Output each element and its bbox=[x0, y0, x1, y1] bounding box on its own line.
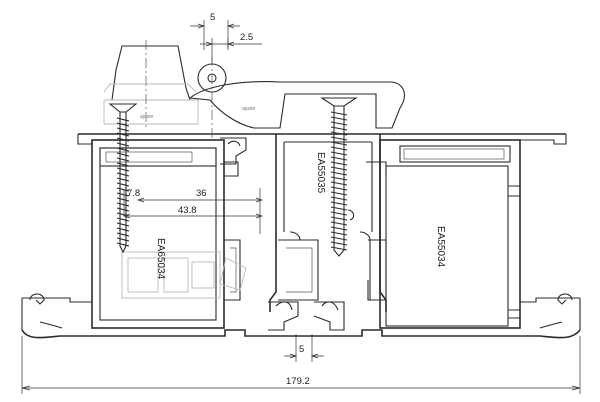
dim-inner-total: 43.8 bbox=[178, 205, 197, 216]
profile-right-label: EA55034 bbox=[435, 226, 446, 268]
dim-pin-offset: 2.5 bbox=[240, 32, 253, 43]
dim-inner-small: 7.8 bbox=[127, 188, 140, 199]
profile-left-label: EA65034 bbox=[155, 238, 166, 280]
frame-outline bbox=[21, 133, 581, 339]
profile-center: EA55035 bbox=[220, 134, 387, 331]
dim-overall-width: 179.2 bbox=[286, 376, 310, 387]
profile-right: EA55034 bbox=[366, 139, 521, 329]
lever-mark: ajuste bbox=[242, 106, 256, 112]
dimension-top: 5 2.5 bbox=[145, 12, 262, 140]
dimension-inner: 7.8 36 43.8 bbox=[122, 188, 264, 234]
lever-arm: ajuste bbox=[188, 63, 405, 129]
dimension-overall: 179.2 bbox=[21, 336, 581, 394]
screw-left bbox=[108, 103, 138, 254]
profile-left: EA65034 bbox=[91, 139, 247, 329]
dim-inner-width: 36 bbox=[196, 188, 207, 199]
handle-knob: ajuste bbox=[103, 45, 199, 125]
dim-bottom-gap: 5 bbox=[299, 344, 304, 355]
handle-knob-mark: ajuste bbox=[140, 114, 154, 120]
dim-top-gap: 5 bbox=[210, 12, 215, 23]
profile-center-label: EA55035 bbox=[315, 152, 326, 194]
lock-mechanism bbox=[121, 251, 247, 299]
dimension-bottom: 5 bbox=[284, 334, 324, 362]
screw-center bbox=[320, 97, 358, 257]
